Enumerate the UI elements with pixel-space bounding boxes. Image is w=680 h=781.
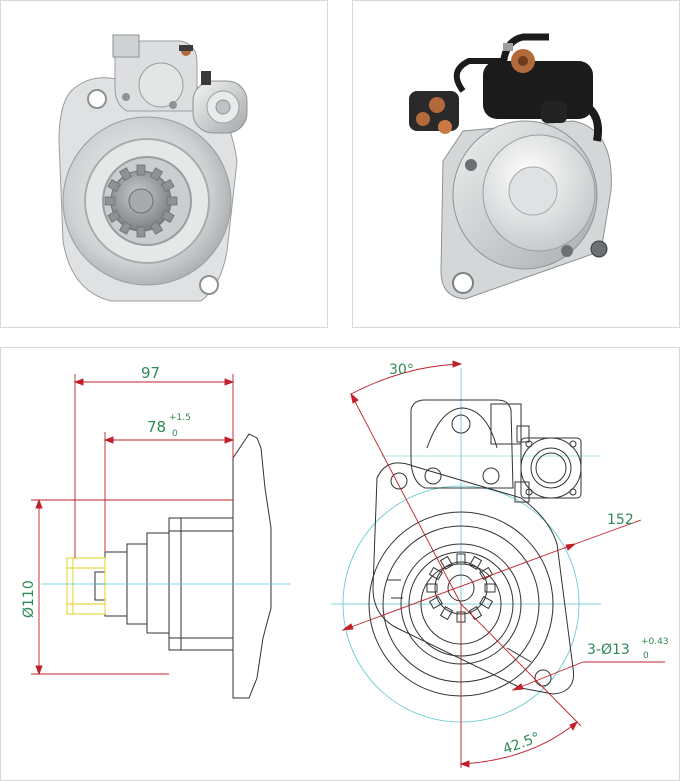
side-dimensions bbox=[31, 374, 235, 676]
housing-boss bbox=[138, 62, 184, 108]
dim-overall-length: 97 bbox=[141, 364, 160, 382]
front-view bbox=[331, 368, 601, 768]
front-solenoid bbox=[514, 425, 582, 503]
mounting-hole bbox=[199, 275, 219, 295]
dim-flange-diameter: Ø110 bbox=[21, 580, 37, 618]
top-lug bbox=[112, 34, 140, 58]
starter-rear-illustration bbox=[409, 33, 612, 300]
dim-holes-tol-lower: 0 bbox=[643, 651, 649, 661]
bolt bbox=[561, 245, 573, 257]
bolt bbox=[169, 101, 177, 109]
front-dimensions bbox=[341, 360, 665, 768]
mounting-hole bbox=[452, 272, 474, 294]
starter-rear-photo bbox=[352, 0, 680, 328]
dim-pilot-length: 78 bbox=[147, 418, 166, 436]
side-nose bbox=[146, 532, 170, 634]
dim-pilot-tol-upper: +1.5 bbox=[169, 413, 191, 423]
front-hole-1 bbox=[390, 472, 408, 490]
dim-holes-tol-upper: +0.43 bbox=[641, 637, 669, 647]
drawing-canvas: 97 78 +1.5 0 Ø110 bbox=[21, 360, 669, 768]
pinion-gear bbox=[104, 164, 178, 238]
starter-front-photo bbox=[0, 0, 328, 328]
dim-holes: 3-Ø13 bbox=[587, 642, 630, 658]
end-cap-boss bbox=[508, 166, 558, 216]
side-shaft bbox=[94, 571, 106, 601]
bolt bbox=[465, 159, 477, 171]
dim-angle-bottom: 42.5° bbox=[501, 730, 542, 758]
bolt bbox=[590, 240, 608, 258]
side-flange bbox=[232, 433, 272, 699]
side-view bbox=[94, 433, 272, 699]
dim-pcd: 152 bbox=[607, 512, 634, 528]
bolt bbox=[122, 93, 130, 101]
front-hole-2 bbox=[534, 669, 552, 687]
pinion-highlight bbox=[66, 557, 106, 615]
solenoid-relay bbox=[409, 33, 602, 142]
technical-drawing: 97 78 +1.5 0 Ø110 bbox=[0, 347, 680, 781]
mounting-hole bbox=[87, 89, 107, 109]
dim-pilot-tol-lower: 0 bbox=[172, 429, 178, 439]
solenoid bbox=[179, 45, 248, 134]
starter-front-illustration bbox=[58, 34, 248, 302]
front-drive-housing bbox=[410, 399, 514, 489]
dim-angle-top: 30° bbox=[389, 362, 414, 378]
